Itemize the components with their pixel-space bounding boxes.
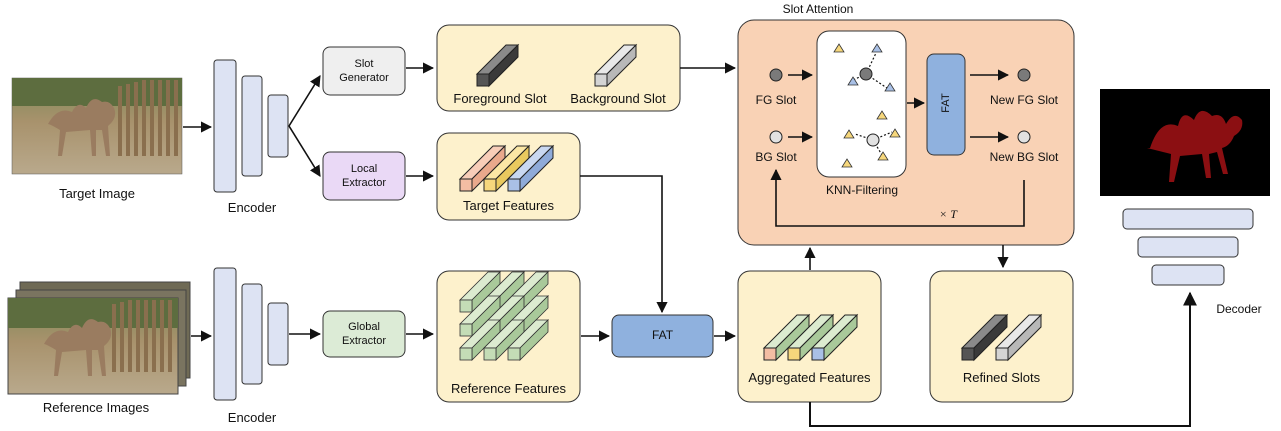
knn-points xyxy=(833,43,901,168)
slot-generator-box xyxy=(322,46,406,96)
output-mask xyxy=(1100,89,1270,196)
slot-generator-line1: Slot xyxy=(354,58,374,70)
encoder-top-label: Encoder xyxy=(227,200,277,215)
background-slot-label: Background Slot xyxy=(570,91,666,106)
reference-feature-prism-front xyxy=(459,299,473,313)
foreground-slot-prism xyxy=(475,43,520,88)
encoder-bottom xyxy=(213,267,289,401)
refined-slots-panel xyxy=(929,270,1074,403)
local-extractor-box xyxy=(322,151,406,201)
encoder-top xyxy=(213,59,289,193)
reference-feature-prism-front xyxy=(483,347,497,361)
aggregated-feature-prisms xyxy=(762,313,859,362)
foreground-slot-label: Foreground Slot xyxy=(453,91,547,106)
aggregated-features-label: Aggregated Features xyxy=(748,370,871,385)
global-extractor-line1: Global xyxy=(348,321,380,333)
local-extractor-label: Local Extractor xyxy=(323,162,405,190)
fg-slot-label: FG Slot xyxy=(755,93,797,107)
background-slot-prism xyxy=(593,43,638,88)
new-fg-slot-label: New FG Slot xyxy=(989,93,1058,107)
local-extractor-line1: Local xyxy=(350,163,378,175)
bg-slot-label: BG Slot xyxy=(755,150,797,164)
iteration-label: × T xyxy=(939,207,957,221)
knn-filtering-label: KNN-Filtering xyxy=(825,183,898,197)
global-extractor-label: Global Extractor xyxy=(323,320,405,348)
global-extractor-box xyxy=(322,310,406,358)
reference-feature-prism-front xyxy=(459,347,473,361)
fat-inner-box xyxy=(926,53,966,156)
reference-features-label: Reference Features xyxy=(451,381,566,396)
fat-inner-label: FAT xyxy=(940,93,952,113)
global-extractor-line2: Extractor xyxy=(341,335,386,347)
reference-images xyxy=(7,281,191,395)
new-fg-slot-dot xyxy=(1017,68,1031,82)
refined-slot-prisms xyxy=(960,313,1043,362)
fat-center-label: FAT xyxy=(651,328,674,342)
local-extractor-line2: Extractor xyxy=(341,177,386,189)
reference-feature-prisms xyxy=(459,271,549,361)
new-bg-slot-dot xyxy=(1017,130,1031,144)
knn-filtering-box xyxy=(816,30,907,178)
decoder-layers xyxy=(1122,208,1254,286)
encoder-bottom-label: Encoder xyxy=(227,410,277,425)
fg-slot-dot xyxy=(769,68,783,82)
slot-attention-title: Slot Attention xyxy=(782,2,854,16)
target-image-label: Target Image xyxy=(59,186,135,201)
fat-center-box xyxy=(611,314,714,358)
refined-slots-label: Refined Slots xyxy=(962,370,1041,385)
reference-images-label: Reference Images xyxy=(42,400,150,415)
slot-generator-line2: Generator xyxy=(339,72,389,84)
decoder-label: Decoder xyxy=(1216,302,1262,316)
reference-feature-prism-front xyxy=(507,347,521,361)
bg-slot-dot xyxy=(769,130,783,144)
new-bg-slot-label: New BG Slot xyxy=(989,150,1059,164)
reference-feature-prism-front xyxy=(459,323,473,337)
target-feature-prisms xyxy=(458,144,555,193)
target-image xyxy=(11,77,183,175)
slot-generator-label: Slot Generator xyxy=(323,57,405,85)
target-features-label: Target Features xyxy=(462,198,555,213)
